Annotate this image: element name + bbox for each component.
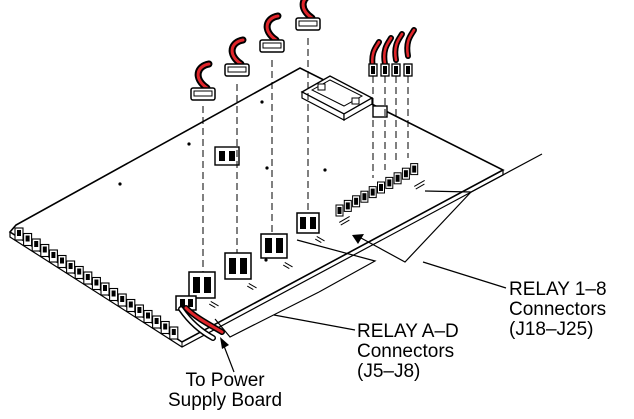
- relay-wire-plug: [368, 39, 382, 77]
- relay-a-d-connectors-label: Connectors: [357, 341, 455, 362]
- terminal: [48, 249, 58, 263]
- jumper-block: [214, 146, 240, 166]
- cable-plug: [295, 0, 321, 31]
- arrow-head: [220, 337, 229, 349]
- relay-d-connector: [296, 212, 320, 234]
- cable-plug: [259, 12, 285, 53]
- terminal: [109, 287, 119, 302]
- relay-row-pin: [410, 163, 419, 176]
- serial-connector: [300, 75, 374, 122]
- terminal: [134, 304, 144, 318]
- cable-plug: [224, 36, 250, 77]
- relay-row-pin: [368, 186, 377, 199]
- terminal: [152, 315, 162, 329]
- terminal: [14, 227, 24, 241]
- relay-wire-plug: [391, 31, 405, 77]
- relay-1-8-label: RELAY 1–8: [509, 279, 607, 300]
- terminal: [40, 243, 50, 258]
- silkscreen-marks: [209, 180, 425, 308]
- arrow-head: [352, 234, 364, 244]
- relay-a-d-cable-plugs: [190, 0, 321, 101]
- power-cable: [178, 305, 225, 341]
- mounting-hole: [264, 258, 268, 262]
- terminal: [83, 271, 93, 285]
- relay-row-pin: [393, 172, 402, 185]
- relay-1-8-range-label: (J18–J25): [509, 319, 594, 340]
- mounting-hole: [265, 166, 269, 170]
- edge-terminal-strip: [14, 227, 179, 340]
- terminal: [117, 293, 127, 307]
- relay-1-8-callout: RELAY 1–8 Connectors (J18–J25): [509, 280, 607, 340]
- cable-plug: [190, 60, 216, 101]
- relay-a-connector: [188, 271, 216, 299]
- terminal: [66, 260, 76, 274]
- mounting-hole: [187, 142, 191, 146]
- relay-row-pin: [343, 199, 352, 212]
- relay-row-pin: [377, 181, 385, 194]
- terminal: [100, 282, 110, 296]
- alignment-lines: [202, 38, 409, 272]
- terminal: [143, 309, 153, 324]
- terminal: [169, 326, 179, 340]
- relay-wire-plug: [380, 35, 394, 77]
- terminal: [31, 238, 41, 252]
- relay-a-d-callout: RELAY A–D Connectors (J5–J8): [357, 322, 459, 382]
- power-label-line1: To Power: [185, 370, 265, 391]
- relay-b-connector: [224, 252, 252, 280]
- power-callout: To Power Supply Board: [168, 371, 282, 411]
- terminal: [74, 265, 84, 280]
- mounting-hole: [118, 182, 122, 186]
- relay-row-pin: [385, 176, 394, 189]
- terminal: [23, 232, 33, 247]
- relay-row-pin: [401, 167, 410, 180]
- relay-row-pin: [335, 204, 344, 217]
- relay-1-8-connector-row: [335, 163, 419, 217]
- terminal: [91, 276, 101, 291]
- mounting-hole: [323, 168, 327, 172]
- relay-c-connector: [260, 233, 288, 259]
- power-label-line2: Supply Board: [168, 390, 283, 411]
- terminal: [126, 298, 136, 313]
- relay-row-pin: [352, 195, 361, 208]
- relay-a-d-label: RELAY A–D: [357, 321, 459, 342]
- relay-a-d-range-label: (J5–J8): [357, 361, 421, 382]
- terminal: [57, 254, 67, 269]
- terminal: [160, 320, 170, 335]
- relay-wire-plug: [403, 27, 417, 77]
- mounting-hole: [260, 100, 264, 104]
- relay-1-8-cable-plugs: [368, 27, 417, 77]
- relay-1-8-connectors-label: Connectors: [509, 299, 607, 320]
- relay-row-pin: [360, 190, 369, 203]
- callout-leaders: [214, 153, 543, 373]
- circuit-board: [8, 67, 505, 348]
